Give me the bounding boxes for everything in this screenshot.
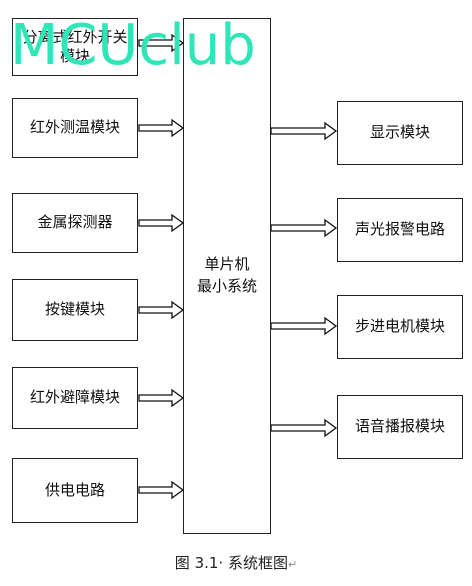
caption-return-mark: ↵: [287, 558, 298, 571]
input-arrow-2: [138, 118, 185, 138]
output-arrow-3: [270, 316, 338, 336]
output-box-sound-light-alarm: 声光报警电路: [337, 198, 463, 262]
input-box-ir-obstacle: 红外避障模块: [12, 367, 138, 429]
input-label-line2: 模块: [59, 47, 90, 65]
output-label: 步进电机模块: [354, 317, 445, 336]
figure-caption: 图 3.1· 系统框图↵: [0, 552, 472, 573]
output-box-display: 显示模块: [337, 101, 463, 165]
output-box-stepper-motor: 步进电机模块: [337, 295, 463, 359]
mcu-label-line1: 单片机: [204, 255, 250, 273]
output-arrow-4: [270, 418, 338, 438]
input-box-ir-switch: 分离式红外开关模块: [12, 18, 138, 76]
input-box-metal-detector: 金属探测器: [12, 193, 138, 253]
mcu-minimum-system-box: [183, 18, 271, 534]
caption-text: 图 3.1· 系统框图: [174, 554, 288, 572]
input-arrow-6: [138, 480, 185, 500]
input-label: 金属探测器: [37, 213, 113, 232]
input-box-keypad: 按键模块: [12, 279, 138, 341]
output-box-voice-broadcast: 语音播报模块: [337, 395, 463, 459]
input-arrow-4: [138, 300, 185, 320]
output-arrow-2: [270, 218, 338, 238]
input-box-power-supply: 供电电路: [12, 458, 138, 523]
mcu-label: 单片机 最小系统: [183, 254, 271, 298]
input-arrow-3: [138, 213, 185, 233]
input-label: 按键模块: [44, 300, 105, 319]
input-label: 分离式红外开关: [22, 27, 128, 46]
output-label: 显示模块: [369, 123, 430, 142]
input-label: 红外避障模块: [29, 388, 120, 407]
input-box-ir-temperature: 红外测温模块: [12, 98, 138, 158]
input-label: 供电电路: [44, 480, 105, 499]
output-label: 声光报警电路: [354, 220, 445, 239]
input-arrow-5: [138, 388, 185, 408]
input-arrow-1: [138, 33, 185, 53]
input-label: 红外测温模块: [29, 118, 120, 137]
output-arrow-1: [270, 121, 338, 141]
mcu-label-line2: 最小系统: [196, 276, 257, 295]
output-label: 语音播报模块: [354, 417, 445, 436]
